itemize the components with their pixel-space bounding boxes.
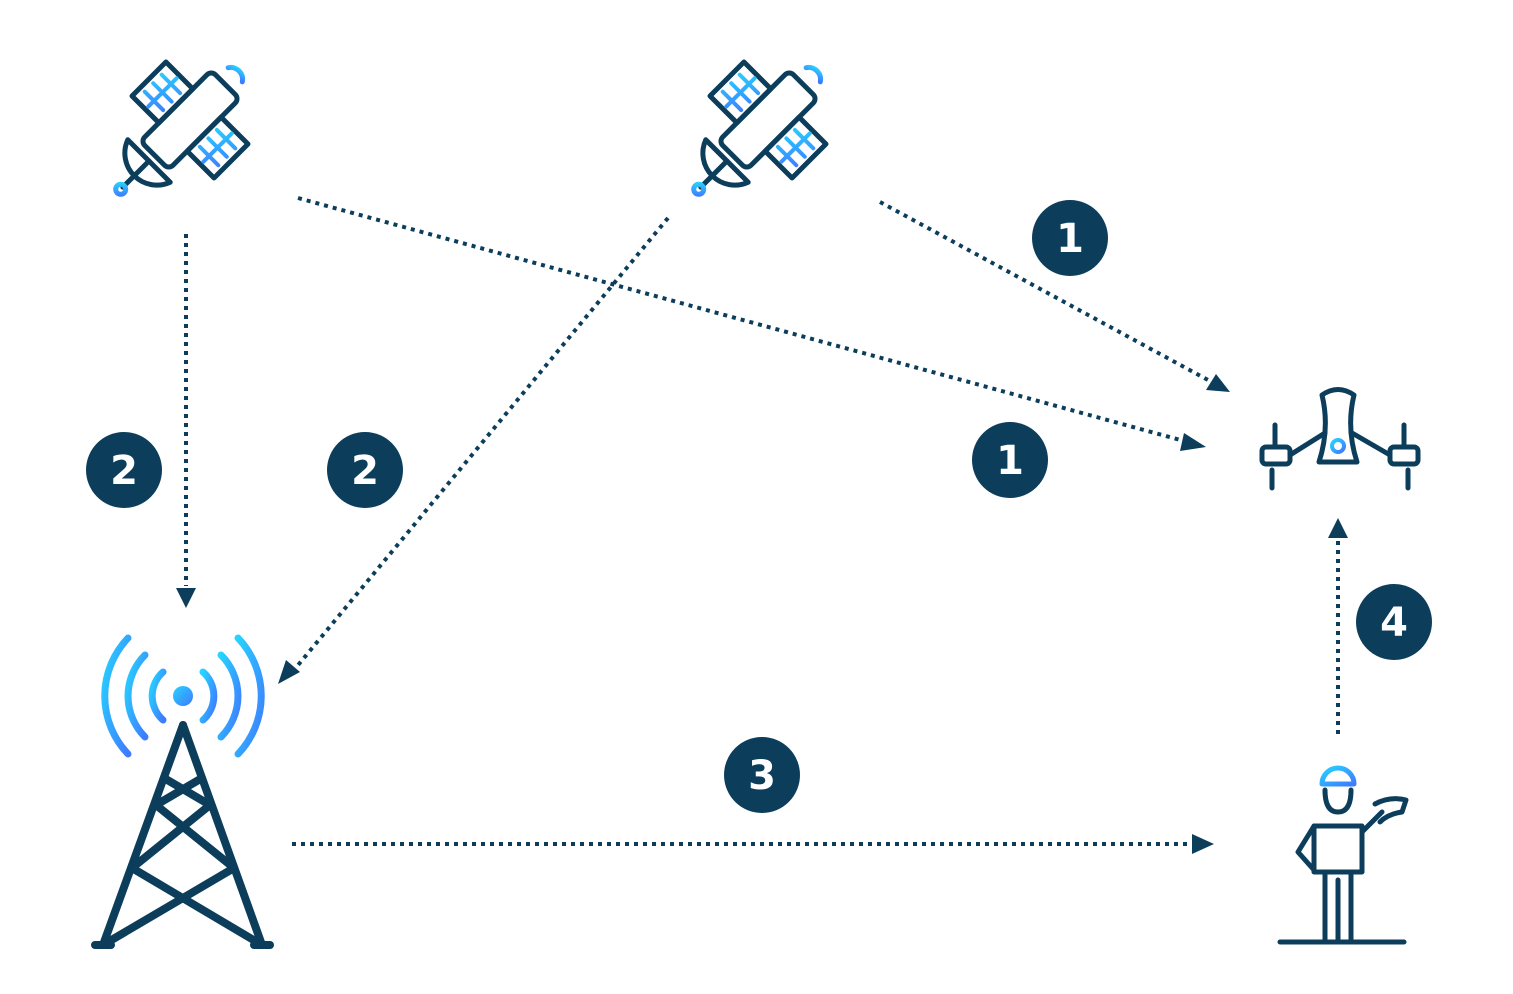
- step-badge-label: 2: [351, 448, 379, 494]
- cell-tower-icon: [91, 634, 274, 949]
- step-badge-label: 1: [1056, 216, 1084, 262]
- step-badge-label: 4: [1380, 600, 1408, 646]
- operator-with-controller-icon: [1277, 765, 1409, 945]
- step-badge: 3: [724, 737, 800, 813]
- arrowhead: [1328, 518, 1348, 538]
- step-badge: 1: [1032, 200, 1108, 276]
- connection-arrows: [184, 196, 1340, 846]
- arrowhead: [176, 588, 196, 608]
- arrow-sat2-to-tower: [292, 216, 670, 672]
- arrow-sat1-to-drone: [297, 196, 1185, 443]
- arrowhead: [1180, 433, 1206, 451]
- step-badge: 2: [327, 432, 403, 508]
- arrowhead: [1192, 834, 1214, 854]
- step-badge-label: 3: [748, 753, 776, 799]
- satellite-icon: [113, 59, 251, 197]
- arrowhead: [278, 660, 300, 684]
- satellite-icon: [691, 59, 829, 197]
- step-badge: 1: [972, 422, 1048, 498]
- step-badge-label: 1: [996, 438, 1024, 484]
- step-badge: 2: [86, 432, 162, 508]
- step-badge-label: 2: [110, 448, 138, 494]
- drone-icon: [1238, 387, 1440, 491]
- arrowhead: [1206, 374, 1230, 392]
- arrowheads: [176, 374, 1348, 854]
- step-badge: 4: [1356, 584, 1432, 660]
